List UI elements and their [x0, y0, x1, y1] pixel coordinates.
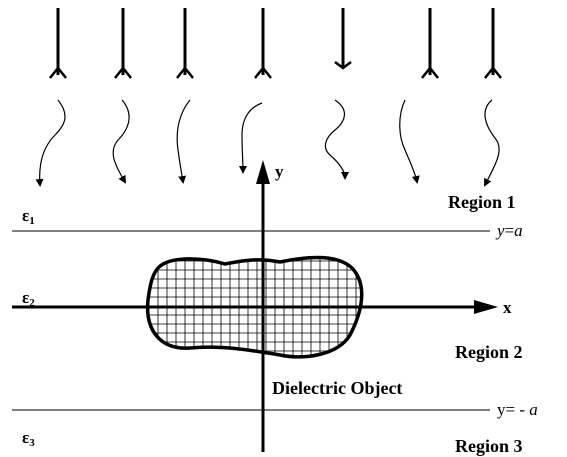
epsilon-1-label: ε1 [22, 206, 35, 227]
region-3-label: Region 3 [455, 436, 523, 456]
boundary-upper-label: y=a [495, 221, 523, 240]
x-axis-label: x [503, 298, 512, 317]
antenna-icon [254, 8, 272, 79]
region-1-label: Region 1 [448, 192, 516, 212]
antenna-icon [334, 8, 352, 70]
wave-arrow-icon [176, 99, 191, 184]
wave-arrow-icon [484, 99, 500, 187]
boundary-lower-label: y= - a [497, 400, 538, 419]
antenna-icon [49, 8, 67, 79]
wave-arrow-icon [112, 99, 130, 184]
antenna-icon [484, 8, 502, 79]
antenna-icon [176, 8, 194, 79]
epsilon-3-label: ε3 [22, 428, 35, 449]
wave-arrow-icon [324, 99, 349, 180]
y-axis-label: y [275, 162, 284, 181]
source-antennas [49, 8, 502, 79]
wave-arrow-icon [399, 99, 420, 184]
axes [12, 160, 498, 452]
antenna-icon [114, 8, 132, 79]
x-axis-arrowhead [474, 300, 498, 314]
y-axis-arrowhead [256, 160, 270, 184]
wave-arrow-icon [238, 102, 263, 174]
region-2-label: Region 2 [455, 342, 523, 362]
antenna-icon [421, 8, 439, 79]
wave-arrows [35, 99, 500, 187]
epsilon-2-label: ε2 [22, 288, 35, 309]
object-label: Dielectric Object [272, 378, 402, 398]
wave-arrow-icon [35, 99, 66, 187]
